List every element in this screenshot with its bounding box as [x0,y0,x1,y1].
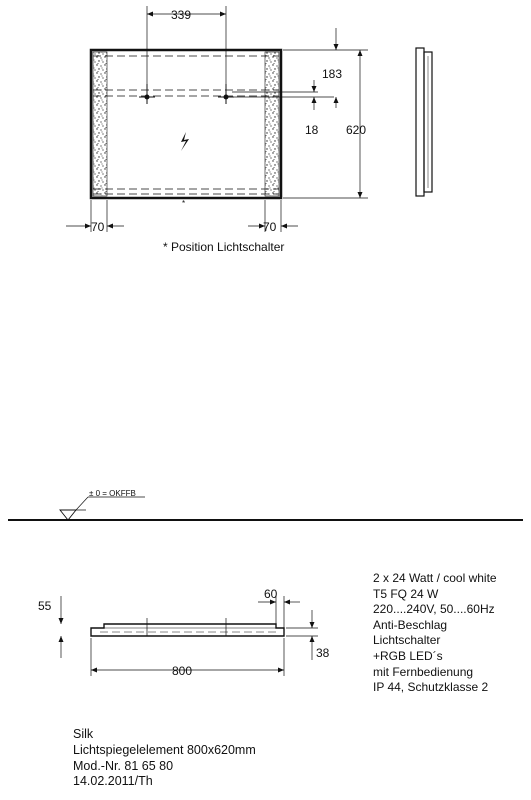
right-light-strip [264,51,280,197]
left-light-strip [92,51,108,197]
spec-line: Anti-Beschlag [373,617,448,632]
spec-line: 2 x 24 Watt / cool white [373,571,497,585]
spec-line: 220....240V, 50....60Hz [373,602,495,617]
dim-edge: 60 [264,587,278,601]
spec-line: IP 44, Schutzklasse 2 [373,680,489,695]
footnote-switch-position: * Position Lichtschalter [163,240,284,254]
dim-mount-offset: 18 [305,123,319,137]
mirror-frame [89,48,283,200]
top-view: 55 60 38 800 [38,587,330,678]
spec-line: mit Fernbedienung [373,664,474,679]
dim-width: 800 [172,664,192,678]
product-info: Silk Lichtspiegelelement 800x620mm Mod.-… [73,727,256,790]
side-profile-view [415,47,433,197]
dim-thickness: 38 [316,646,330,660]
dim-total-height: 620 [346,123,366,137]
floor-level-label: ± 0 = OKFFB [89,489,136,498]
mount-point-left [139,84,155,104]
dim-mount-height: 183 [322,67,342,81]
dim-mount-spacing: 339 [171,8,191,22]
drawing-date: 14.02.2011/Th [73,774,153,789]
dim-depth: 55 [38,599,52,613]
product-description: Lichtspiegelelement 800x620mm [73,742,256,757]
product-name: Silk [73,727,94,741]
electrical-connection-icon [181,132,189,151]
front-view: * 339 183 18 620 [66,6,368,254]
product-model-number: Mod.-Nr. 81 65 80 [73,758,174,773]
spec-line: +RGB LED´s [373,648,443,663]
spec-line: Lichtschalter [373,633,441,648]
dim-right-strip: 70 [263,220,277,234]
floor-reference: ± 0 = OKFFB [8,489,523,521]
spec-line: T5 FQ 24 W [373,586,439,601]
mount-point-right [218,84,234,104]
technical-specifications: 2 x 24 Watt / cool white T5 FQ 24 W 220.… [373,571,497,696]
dim-left-strip: 70 [91,220,105,234]
switch-marker: * [182,199,185,208]
